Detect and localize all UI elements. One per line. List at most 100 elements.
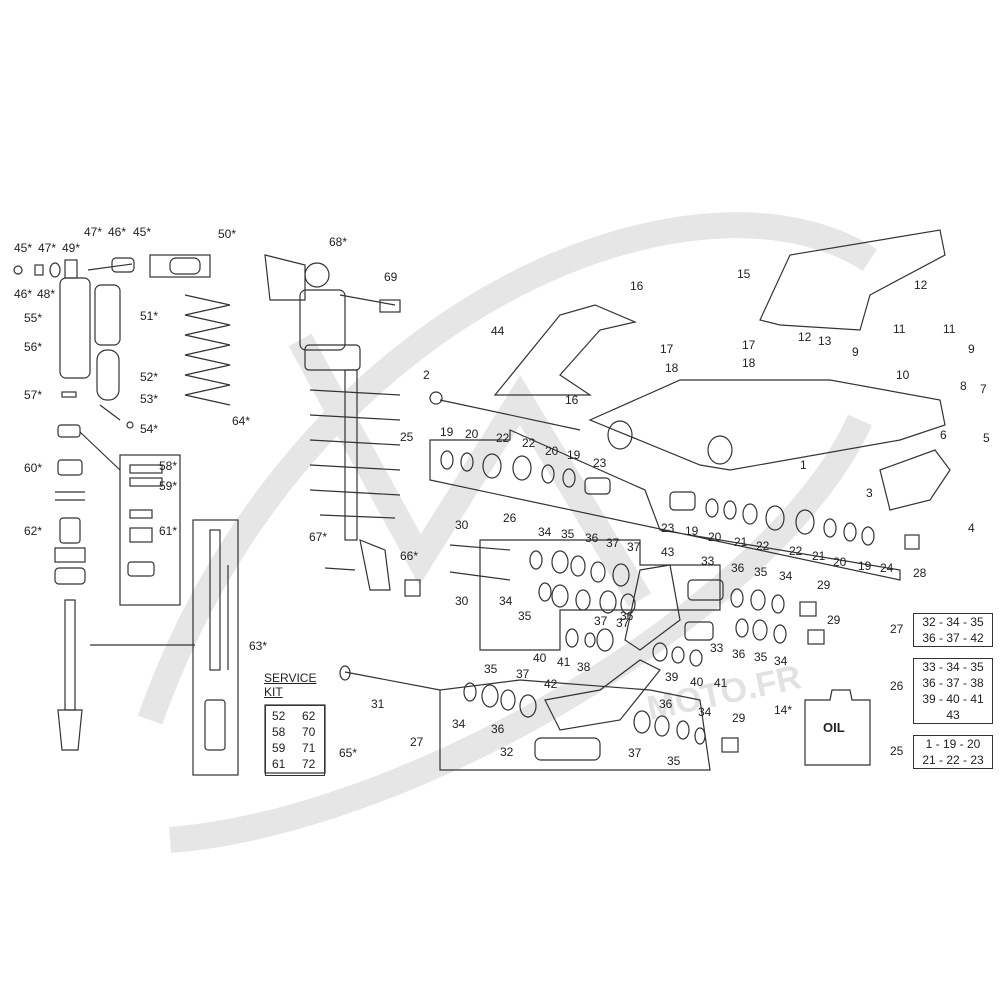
part-label-37c: 37 xyxy=(594,614,608,628)
part-label-29c: 29 xyxy=(732,711,746,725)
service-kit-item: 61 xyxy=(272,757,286,771)
part-label-35b: 35 xyxy=(754,565,768,579)
part-label-47a: 47* xyxy=(38,241,57,255)
service-kit-item: 52 xyxy=(272,709,286,723)
part-label-46a: 46* xyxy=(108,225,127,239)
part-label-31: 31 xyxy=(371,697,385,711)
part-label-12a: 12 xyxy=(914,278,928,292)
part-label-22d: 22 xyxy=(789,544,803,558)
linkage-parts xyxy=(339,544,825,761)
part-label-20c: 20 xyxy=(708,530,722,544)
part-label-9b: 9 xyxy=(968,342,975,356)
part-label-30b: 30 xyxy=(455,594,469,608)
part-label-41b: 41 xyxy=(714,676,728,690)
part-label-17a: 17 xyxy=(660,342,674,356)
part-label-40b: 40 xyxy=(690,675,704,689)
part-label-26b: 26 xyxy=(890,679,904,693)
part-label-34d: 34 xyxy=(774,654,788,668)
service-kit-item: 59 xyxy=(272,741,286,755)
part-label-5: 5 xyxy=(983,431,990,445)
kit-25-row: 21 - 22 - 23 xyxy=(922,753,984,767)
part-label-50: 50* xyxy=(218,227,237,241)
part-label-39: 39 xyxy=(665,670,679,684)
part-label-16a: 16 xyxy=(630,279,644,293)
part-label-56: 56* xyxy=(24,340,43,354)
kit-26-row: 39 - 40 - 41 xyxy=(922,692,984,706)
service-kit-list: 52 62 58 70 59 71 61 72 xyxy=(265,705,325,776)
part-label-4: 4 xyxy=(968,521,975,535)
kit-box-58-61 xyxy=(79,431,181,606)
part-label-1: 1 xyxy=(800,458,807,472)
part-label-16b: 16 xyxy=(565,393,579,407)
part-label-41a: 41 xyxy=(557,655,571,669)
reservoir-parts xyxy=(59,277,134,429)
service-kit-item: 70 xyxy=(302,725,316,739)
part-label-44: 44 xyxy=(491,324,505,338)
part-label-67: 67* xyxy=(309,530,328,544)
part-label-18b: 18 xyxy=(742,356,756,370)
part-label-37e: 37 xyxy=(516,667,530,681)
part-label-25b: 25 xyxy=(890,744,904,758)
part-label-6: 6 xyxy=(940,428,947,442)
part-label-62: 62* xyxy=(24,524,43,538)
oil-bottle xyxy=(804,689,871,766)
part-label-68: 68* xyxy=(329,235,348,249)
kit-outline-25 xyxy=(429,429,901,581)
bearing-row-right xyxy=(669,491,920,550)
kit-26-row: 36 - 37 - 38 xyxy=(922,676,984,690)
chain-guide-44 xyxy=(493,304,637,396)
part-label-10: 10 xyxy=(896,368,910,382)
part-label-55: 55* xyxy=(24,311,43,325)
shaft-box-63 xyxy=(192,519,239,776)
shock-stack-left xyxy=(54,391,195,751)
part-label-47b: 47* xyxy=(84,225,103,239)
part-label-21a: 21 xyxy=(734,535,748,549)
part-label-53: 53* xyxy=(140,392,159,406)
spring-64 xyxy=(184,294,231,406)
part-label-65: 65* xyxy=(339,746,358,760)
part-label-34f: 34 xyxy=(698,705,712,719)
kit-26-row: 33 - 34 - 35 xyxy=(922,660,984,674)
part-label-37b: 37 xyxy=(627,540,641,554)
part-label-34b: 34 xyxy=(779,569,793,583)
part-label-23a: 23 xyxy=(593,456,607,470)
part-label-27b: 27 xyxy=(890,622,904,636)
part-label-60: 60* xyxy=(24,461,43,475)
service-kit-item: 58 xyxy=(272,725,286,739)
part-label-36b: 36 xyxy=(731,561,745,575)
part-label-32: 32 xyxy=(500,745,514,759)
bearing-row-top xyxy=(440,450,611,495)
part-label-13: 13 xyxy=(818,334,832,348)
part-label-11b: 11 xyxy=(943,322,956,336)
part-label-36c: 36 xyxy=(620,609,634,623)
part-label-34c: 34 xyxy=(499,594,513,608)
part-label-7: 7 xyxy=(980,382,987,396)
service-kit-item: 71 xyxy=(302,741,316,755)
part-label-42: 42 xyxy=(544,677,558,691)
part-label-8: 8 xyxy=(960,379,967,393)
chain-guard-15 xyxy=(759,229,946,331)
part-label-37a: 37 xyxy=(606,536,620,550)
part-label-21b: 21 xyxy=(812,549,826,563)
part-label-35c: 35 xyxy=(518,609,532,623)
part-label-19d: 19 xyxy=(858,559,872,573)
part-label-48: 48* xyxy=(37,287,56,301)
part-label-34e: 34 xyxy=(452,717,466,731)
service-kit-item: 72 xyxy=(302,757,316,771)
part-label-37d: 37 xyxy=(616,616,630,630)
part-label-36f: 36 xyxy=(659,697,673,711)
part-label-24: 24 xyxy=(880,561,894,575)
service-kit-item: 62 xyxy=(302,709,316,723)
part-label-46b: 46* xyxy=(14,287,33,301)
part-label-29b: 29 xyxy=(827,613,841,627)
service-kit-title: SERVICE KIT xyxy=(264,671,317,699)
part-label-18a: 18 xyxy=(665,361,679,375)
part-label-20a: 20 xyxy=(465,427,479,441)
kit-27-row: 36 - 37 - 42 xyxy=(922,631,984,645)
part-label-22a: 22 xyxy=(496,431,510,445)
shock-absorber xyxy=(264,254,421,597)
part-label-35f: 35 xyxy=(667,754,681,768)
